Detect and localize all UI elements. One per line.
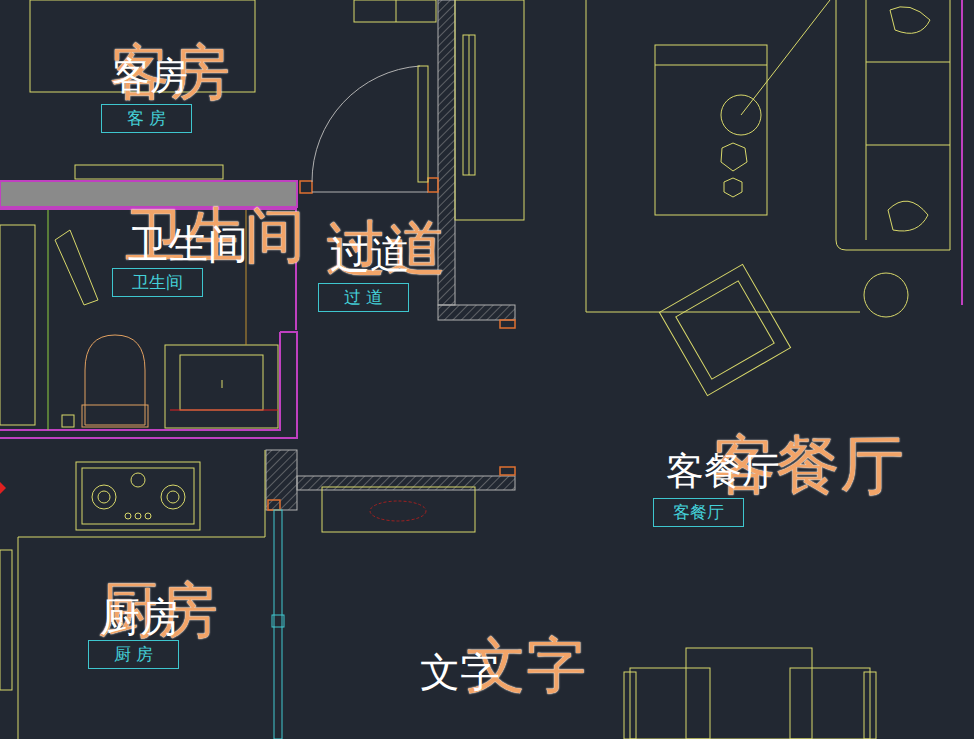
room-tag: 厨 房 xyxy=(88,640,179,669)
room-name: 卫生间 xyxy=(128,224,248,264)
room-tag: 过 道 xyxy=(318,283,409,312)
room-tag-text: 卫生间 xyxy=(132,274,183,291)
room-tag-text: 厨 房 xyxy=(114,646,153,663)
room-tag-text: 过 道 xyxy=(344,289,383,306)
room-tag: 客餐厅 xyxy=(653,498,744,527)
room-tag-text: 客餐厅 xyxy=(673,504,724,521)
room-tag-text: 客 房 xyxy=(127,110,166,127)
room-tag: 卫生间 xyxy=(112,268,203,297)
room-name: 客房 xyxy=(112,57,188,95)
room-name: 过道 xyxy=(330,234,410,274)
room-tag: 客 房 xyxy=(101,104,192,133)
room-name: 厨房 xyxy=(100,597,180,637)
room-name: 客餐厅 xyxy=(666,452,780,490)
room-name: 文字 xyxy=(420,652,500,692)
